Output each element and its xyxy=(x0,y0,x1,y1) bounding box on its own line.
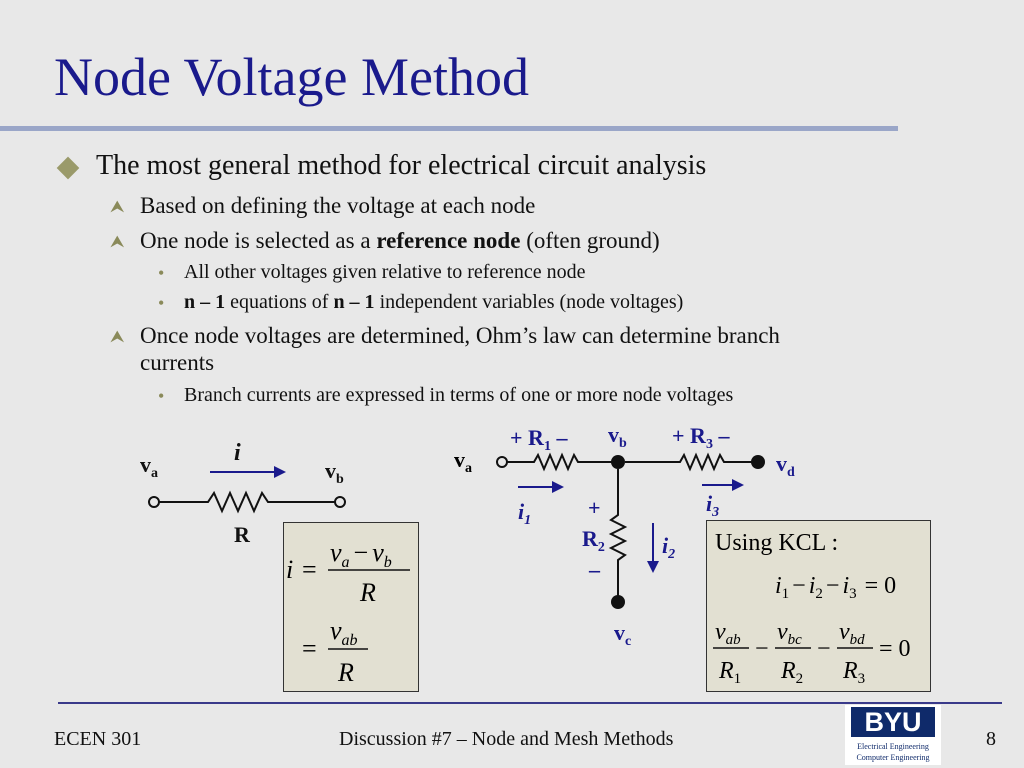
r3-label: + R3 – xyxy=(672,423,730,452)
kcl-heading: Using KCL : xyxy=(715,530,838,556)
r1-label: + R1 – xyxy=(510,425,568,454)
terminal-b xyxy=(334,496,346,508)
page-title: Node Voltage Method xyxy=(54,47,529,107)
bullet-sub-2-bold: reference node xyxy=(376,228,521,253)
current-label: i xyxy=(234,440,241,466)
kcl-eq2-equals: = 0 xyxy=(879,636,911,662)
arrow-up-icon: ⮝ xyxy=(110,232,125,251)
r2-plus: + xyxy=(588,495,601,520)
logo-line-1: Electrical Engineering xyxy=(857,742,929,751)
footer-divider xyxy=(58,702,1002,704)
bullet-item-b: n – 1 equations of n – 1 independent var… xyxy=(184,291,683,314)
diamond-icon xyxy=(56,156,80,180)
eq-equals: = xyxy=(302,555,317,584)
dot-icon: • xyxy=(158,263,165,283)
node-vb-label: vb xyxy=(608,422,627,451)
current-arrow-head xyxy=(274,466,286,478)
i1-arrow-head xyxy=(552,481,564,493)
r2-label: R2 xyxy=(582,526,605,555)
i3-label: i3 xyxy=(706,491,719,520)
node-b-dot xyxy=(611,455,625,469)
kcl-frac2-num: vbc xyxy=(777,619,802,648)
kcl-minus-2: − xyxy=(817,636,831,662)
n-minus-1: n – 1 xyxy=(333,291,375,313)
i2-label: i2 xyxy=(662,533,675,562)
resistor-r xyxy=(159,490,335,514)
eq-equals-2: = xyxy=(302,634,317,663)
node-va-label: va xyxy=(140,452,158,481)
logo-line-2: Computer Engineering xyxy=(856,753,930,762)
resistor-r3 xyxy=(625,452,758,472)
footer-topic: Discussion #7 – Node and Mesh Methods xyxy=(339,728,674,750)
i2-arrow-head xyxy=(647,561,659,573)
eq-num-2: vab xyxy=(330,616,358,649)
ohms-law-box: i = va−vb R = vab R xyxy=(283,522,419,692)
kcl-box: Using KCL : i1−i2−i3= 0 vab R1 − vbc R2 … xyxy=(706,520,931,692)
node-vb-label: vb xyxy=(325,458,344,487)
bullet-sub-2-text: One node is selected as a xyxy=(140,228,377,253)
bullet-item-a: All other voltages given relative to ref… xyxy=(184,261,586,283)
bullet-item-b-mid: equations of xyxy=(225,291,334,313)
bullet-sub-3-line2: currents xyxy=(140,350,215,375)
resistor-r2 xyxy=(608,469,628,600)
ohms-law-equation: i = va−vb R = vab R xyxy=(286,538,410,687)
dot-icon: • xyxy=(158,386,165,406)
bullet-item-b-tail: independent variables (node voltages) xyxy=(374,291,684,313)
right-circuit: va vb vd vc + R1 – + R3 – i1 i3 i2 + R2 … xyxy=(454,422,795,649)
kcl-frac2-den: R2 xyxy=(780,658,803,687)
bullet-sub-3-line1: Once node voltages are determined, Ohm’s… xyxy=(140,323,780,348)
bullet-main: The most general method for electrical c… xyxy=(96,150,707,181)
node-c-dot xyxy=(611,595,625,609)
title-divider xyxy=(0,126,898,131)
resistor-r1 xyxy=(507,452,618,472)
kcl-frac1-num: vab xyxy=(715,619,741,648)
arrow-up-icon: ⮝ xyxy=(110,327,125,346)
kcl-frac1-den: R1 xyxy=(718,658,741,687)
logo-wordmark: BYU xyxy=(851,707,935,737)
i1-label: i1 xyxy=(518,499,531,528)
footer-course: ECEN 301 xyxy=(54,728,142,750)
terminal-a xyxy=(496,456,508,468)
eq-den: R xyxy=(359,578,376,607)
resistor-label: R xyxy=(234,522,251,547)
node-d-dot xyxy=(751,455,765,469)
kcl-frac3-den: R3 xyxy=(842,658,865,687)
bullet-sub-1: Based on defining the voltage at each no… xyxy=(140,193,536,218)
kcl-eq1: i1−i2−i3= 0 xyxy=(775,573,896,602)
bullet-item-c: Branch currents are expressed in terms o… xyxy=(184,384,734,406)
eq-den-2: R xyxy=(337,658,354,687)
kcl-equations: Using KCL : i1−i2−i3= 0 vab R1 − vbc R2 … xyxy=(713,530,911,687)
byu-logo: BYU Electrical Engineering Computer Engi… xyxy=(845,705,941,765)
page-number: 8 xyxy=(986,728,996,750)
eq-i: i xyxy=(286,555,293,584)
node-va-label: va xyxy=(454,447,472,476)
n-minus-1: n – 1 xyxy=(184,291,226,313)
kcl-minus-1: − xyxy=(755,636,769,662)
kcl-frac3-num: vbd xyxy=(839,619,865,648)
bullet-sub-2-tail: (often ground) xyxy=(520,228,660,253)
node-vd-label: vd xyxy=(776,451,795,480)
dot-icon: • xyxy=(158,293,165,313)
r2-minus: – xyxy=(588,557,601,582)
eq-num: va−vb xyxy=(330,538,392,571)
left-circuit: va vb i R xyxy=(140,440,346,547)
bullet-sub-2: One node is selected as a reference node… xyxy=(140,228,660,254)
terminal-a xyxy=(148,496,160,508)
i3-arrow-head xyxy=(732,479,744,491)
arrow-up-icon: ⮝ xyxy=(110,197,125,216)
node-vc-label: vc xyxy=(614,620,631,649)
